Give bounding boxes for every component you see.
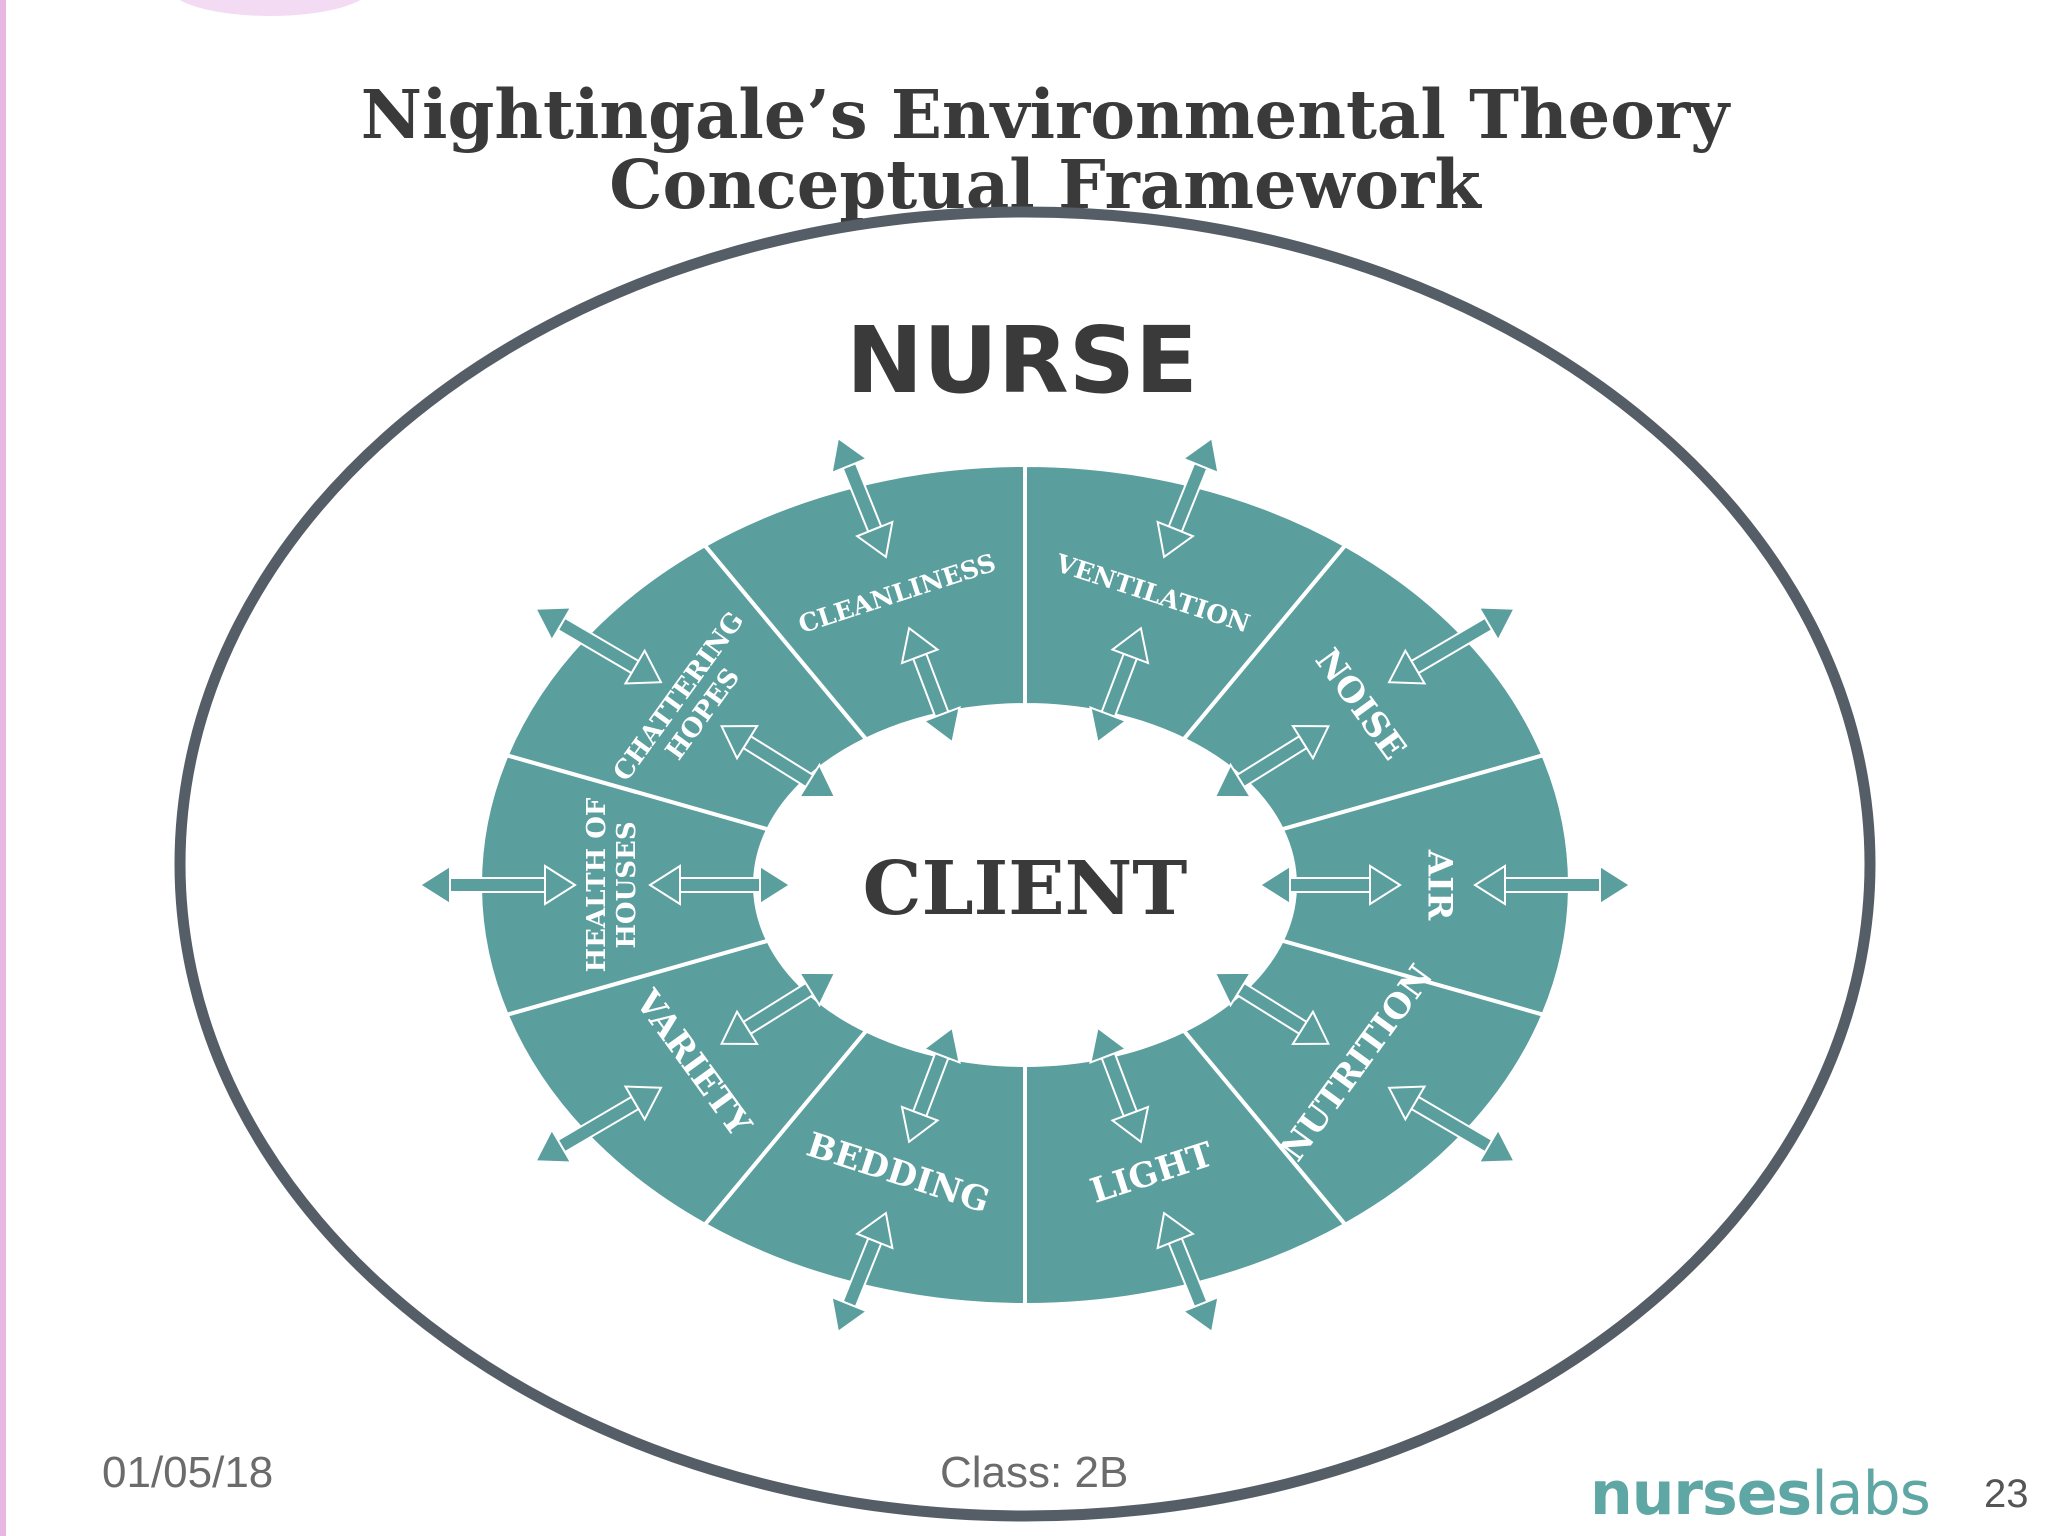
footer-date: 01/05/18 [102,1448,274,1497]
outer-arrow-chattering-hopes [533,606,663,685]
inner-arrow-health-of-houses [648,864,792,906]
brand-logo-part-a: nurses [1590,1459,1812,1529]
segment-cleanliness [701,462,1027,742]
nurse-outer-ring [174,206,1876,1522]
segment-label-air: AIR [1420,849,1460,921]
nurse-label: NURSE [846,307,1198,414]
segment-ventilation [1023,462,1349,742]
title-line-1: Nightingale’s Environmental Theory [360,75,1730,154]
client-label: CLIENT [863,846,1188,932]
inner-arrow-variety [720,971,837,1045]
outer-arrow-air [1473,864,1632,906]
segment-bedding [701,1028,1027,1308]
segment-air [1278,752,1573,1018]
segment-label-health-of-houses: HEALTH OFHOUSES [582,797,642,972]
inner-arrow-cleanliness [900,626,961,745]
outer-arrow-nutrition [1387,1085,1517,1164]
outer-arrow-health-of-houses [418,864,577,906]
page-number: 23 [1984,1472,2029,1516]
inner-arrow-light [1089,1025,1150,1144]
inner-arrow-bedding [900,1025,961,1144]
outer-arrow-variety [533,1085,663,1164]
inner-arrow-ventilation [1089,626,1150,745]
inner-arrow-nutrition [1213,971,1330,1045]
segment-health-of-houses [477,752,772,1018]
outer-arrow-ventilation [1156,436,1220,559]
footer-class: Class: 2B [940,1448,1129,1497]
outer-arrow-light [1156,1211,1220,1334]
inner-arrow-air [1258,864,1402,906]
inner-arrow-noise [1213,725,1330,799]
outer-arrow-cleanliness [830,436,894,559]
brand-logo: nurseslabs [1590,1464,1931,1524]
decorative-shape [170,0,370,16]
brand-logo-part-b: labs [1811,1459,1931,1529]
inner-arrow-chattering-hopes [720,725,837,799]
outer-arrow-bedding [830,1211,894,1334]
segment-light [1023,1028,1349,1308]
outer-arrow-noise [1387,606,1517,685]
slide-edge-strip [0,0,6,1536]
